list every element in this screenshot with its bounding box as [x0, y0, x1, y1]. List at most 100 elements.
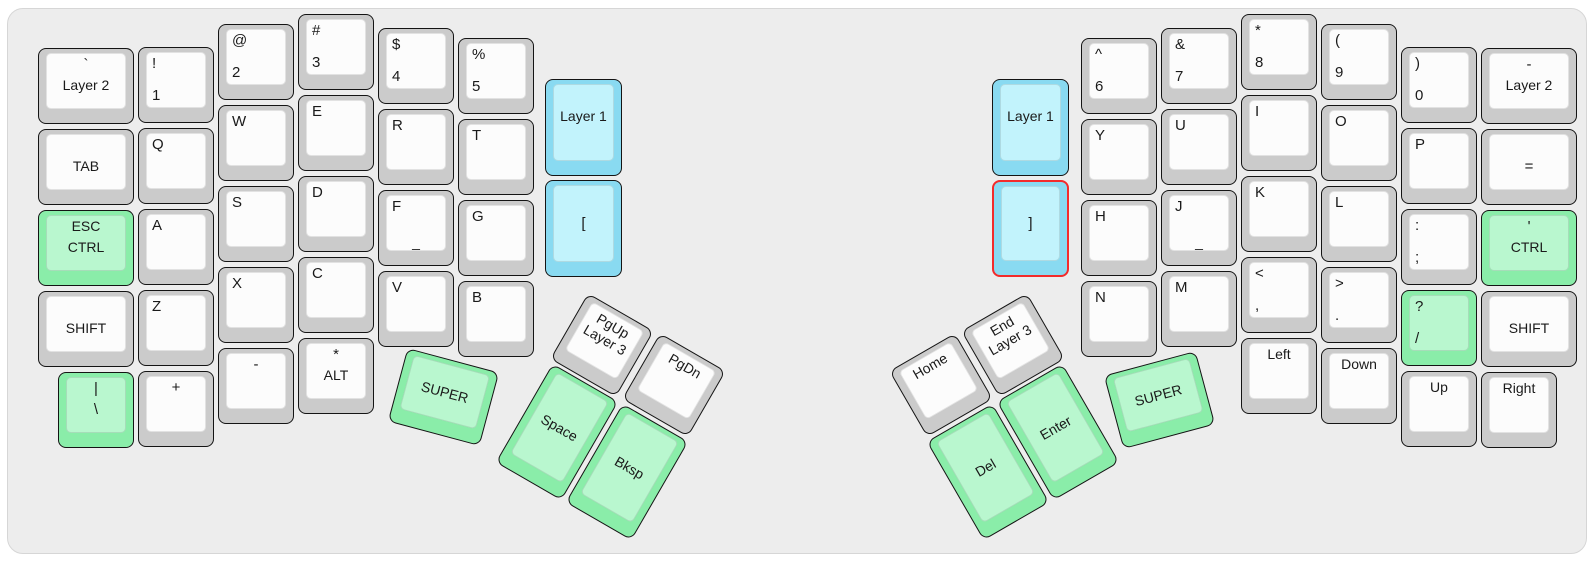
key-up-arrow[interactable]: Up — [1401, 371, 1477, 447]
key-percent-5[interactable]: %5 — [458, 38, 534, 114]
key-minus-left-cap: - — [226, 353, 286, 409]
key-question-slash[interactable]: ?/ — [1401, 290, 1477, 366]
key-e-cap: E — [306, 100, 366, 156]
key-b-cap: B — [466, 286, 526, 342]
key-right-arrow[interactable]: Right — [1481, 372, 1557, 448]
key-hash-3-label-1: # — [312, 22, 321, 39]
key-shift-left-label-1: SHIFT — [65, 320, 107, 336]
key-x[interactable]: X — [218, 267, 294, 343]
key-z[interactable]: Z — [138, 290, 214, 366]
key-quote-ctrl[interactable]: 'CTRL — [1481, 210, 1577, 286]
key-s[interactable]: S — [218, 186, 294, 262]
key-pipe-backslash[interactable]: |\ — [58, 372, 134, 448]
key-e[interactable]: E — [298, 95, 374, 171]
key-w-cap: W — [226, 110, 286, 166]
key-at-2[interactable]: @2 — [218, 24, 294, 100]
key-asterisk-alt-label-2: ALT — [323, 367, 349, 383]
key-exclam-1[interactable]: !1 — [138, 47, 214, 123]
key-tab[interactable]: TAB — [38, 129, 134, 205]
key-amp-7[interactable]: &7 — [1161, 28, 1237, 104]
key-j[interactable]: J_ — [1161, 190, 1237, 266]
key-left-bracket-label: [ — [581, 215, 586, 232]
key-pgdn-label-1: PgDn — [665, 350, 705, 382]
key-hash-3[interactable]: #3 — [298, 14, 374, 90]
key-question-slash-label-1: ? — [1415, 298, 1424, 315]
key-a[interactable]: A — [138, 209, 214, 285]
key-u-label-1: U — [1175, 117, 1186, 134]
key-k[interactable]: K — [1241, 176, 1317, 252]
key-layer1-left[interactable]: Layer 1 — [545, 79, 622, 176]
key-minus-left[interactable]: - — [218, 348, 294, 424]
key-exclam-1-label-1: ! — [152, 55, 157, 72]
key-h-cap: H — [1089, 205, 1149, 261]
key-g[interactable]: G — [458, 200, 534, 276]
key-caret-6-label-2: 6 — [1095, 78, 1104, 95]
key-grave-layer2[interactable]: `Layer 2 — [38, 48, 134, 124]
key-pipe-backslash-cap: |\ — [66, 377, 126, 433]
key-exclam-1-cap: !1 — [146, 52, 206, 108]
key-r[interactable]: R — [378, 109, 454, 185]
key-v[interactable]: V — [378, 271, 454, 347]
key-colon-semicolon[interactable]: :; — [1401, 209, 1477, 285]
key-b[interactable]: B — [458, 281, 534, 357]
key-shift-left[interactable]: SHIFT — [38, 291, 134, 367]
key-h[interactable]: H — [1081, 200, 1157, 276]
key-shift-right[interactable]: SHIFT — [1481, 291, 1577, 367]
key-z-label-1: Z — [152, 298, 162, 315]
key-q-label-1: Q — [152, 136, 164, 153]
key-f[interactable]: F_ — [378, 190, 454, 266]
key-dollar-4[interactable]: $4 — [378, 28, 454, 104]
key-plus[interactable]: + — [138, 371, 214, 447]
key-t[interactable]: T — [458, 119, 534, 195]
key-c[interactable]: C — [298, 257, 374, 333]
key-a-label-1: A — [152, 217, 163, 234]
key-paren-9[interactable]: (9 — [1321, 24, 1397, 100]
key-left-bracket[interactable]: [ — [545, 180, 622, 277]
key-d-cap: D — [306, 181, 366, 237]
key-y[interactable]: Y — [1081, 119, 1157, 195]
key-less-comma[interactable]: <, — [1241, 257, 1317, 333]
key-left-arrow-label-1: Left — [1267, 346, 1291, 362]
key-super-right[interactable]: SUPER — [1103, 351, 1216, 449]
key-minus-layer2[interactable]: -Layer 2 — [1481, 48, 1577, 124]
key-r-label-1: R — [392, 117, 403, 134]
key-o[interactable]: O — [1321, 105, 1397, 181]
key-paren-0[interactable]: )0 — [1401, 47, 1477, 123]
key-p-label-1: P — [1415, 136, 1426, 153]
key-right-bracket[interactable]: ] — [992, 180, 1069, 277]
key-d[interactable]: D — [298, 176, 374, 252]
key-down-arrow[interactable]: Down — [1321, 348, 1397, 424]
key-asterisk-8[interactable]: *8 — [1241, 14, 1317, 90]
key-j-cap: J_ — [1169, 195, 1229, 251]
key-p[interactable]: P — [1401, 128, 1477, 204]
key-layer1-right[interactable]: Layer 1 — [992, 79, 1069, 176]
key-greater-period-cap: >. — [1329, 272, 1389, 328]
key-asterisk-8-label-2: 8 — [1255, 54, 1264, 71]
key-i-label-1: I — [1255, 103, 1260, 120]
key-m[interactable]: M — [1161, 271, 1237, 347]
key-e-label-1: E — [312, 103, 323, 120]
key-quote-ctrl-label-2: CTRL — [1510, 239, 1548, 255]
key-caret-6[interactable]: ^6 — [1081, 38, 1157, 114]
key-u[interactable]: U — [1161, 109, 1237, 185]
key-k-cap: K — [1249, 181, 1309, 237]
key-super-left[interactable]: SUPER — [387, 348, 500, 446]
key-dollar-4-cap: $4 — [386, 33, 446, 89]
key-greater-period[interactable]: >. — [1321, 267, 1397, 343]
key-percent-5-label-2: 5 — [472, 78, 481, 95]
key-i[interactable]: I — [1241, 95, 1317, 171]
key-space-label: Space — [538, 410, 581, 445]
key-left-arrow[interactable]: Left — [1241, 338, 1317, 414]
key-asterisk-alt-label-1: * — [333, 346, 339, 363]
key-asterisk-alt[interactable]: * ALT — [298, 338, 374, 414]
key-dollar-4-label-2: 4 — [392, 68, 401, 85]
key-w[interactable]: W — [218, 105, 294, 181]
key-grave-layer2-cap: `Layer 2 — [46, 53, 126, 109]
key-n[interactable]: N — [1081, 281, 1157, 357]
key-q[interactable]: Q — [138, 128, 214, 204]
key-equals[interactable]: = — [1481, 129, 1577, 205]
key-l[interactable]: L — [1321, 186, 1397, 262]
